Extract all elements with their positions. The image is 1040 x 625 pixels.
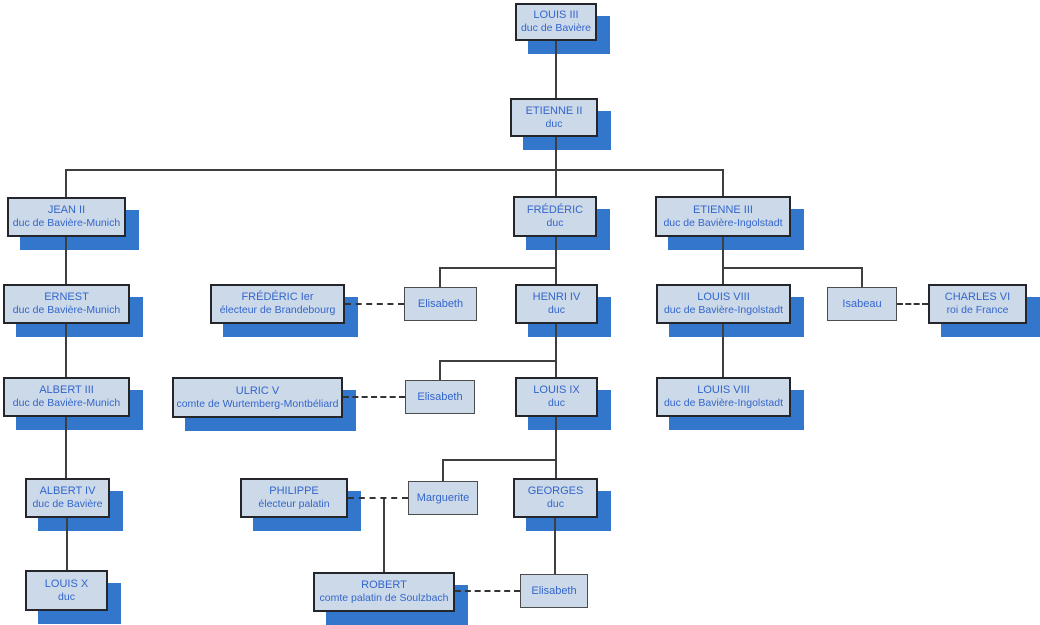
marriage-line <box>343 396 405 398</box>
descent-line <box>722 170 724 196</box>
person-title: comte de Wurtemberg-Montbéliard <box>176 397 339 410</box>
descent-line <box>66 518 68 570</box>
person-title: duc de Bavière-Ingolstadt <box>663 304 784 316</box>
node-marguerite: Marguerite <box>408 481 478 515</box>
descent-line <box>555 41 557 98</box>
person-name: Elisabeth <box>417 297 464 310</box>
person-name: LOUIS VIII <box>697 384 750 396</box>
descent-line <box>555 137 557 170</box>
person-title: électeur palatin <box>258 498 330 510</box>
descent-line <box>65 237 67 284</box>
descent-line <box>383 498 385 572</box>
node-elisabeth-1: Elisabeth <box>404 287 477 321</box>
person-name: ROBERT <box>361 579 407 591</box>
person-name: LOUIS III <box>533 9 579 21</box>
person-name: Isabeau <box>842 297 882 310</box>
person-title: roi de France <box>946 304 1009 316</box>
person-title: duc de Bavière-Ingolstadt <box>663 216 783 229</box>
person-name: JEAN II <box>47 204 86 216</box>
person-name: FRÉDÉRIC <box>526 203 584 216</box>
person-title: duc de Bavière <box>520 22 592 34</box>
person-name: ETIENNE III <box>693 203 753 216</box>
descent-line <box>439 361 441 380</box>
person-title: duc <box>548 304 565 316</box>
node-elisabeth-2: Elisabeth <box>405 380 475 414</box>
person-title: duc de Bavière <box>32 498 103 510</box>
person-name: LOUIS IX <box>533 384 580 396</box>
marriage-line <box>455 590 520 592</box>
node-isabeau: Isabeau <box>827 287 897 321</box>
descent-line <box>554 518 556 574</box>
person-title: duc <box>548 397 565 409</box>
person-name: HENRI IV <box>532 291 581 303</box>
person-name: PHILIPPE <box>269 485 319 497</box>
person-name: FRÉDÉRIC Ier <box>241 291 314 303</box>
descent-line <box>65 169 724 171</box>
person-title: duc de Bavière-Munich <box>12 304 121 316</box>
person-name: ETIENNE II <box>525 104 583 117</box>
descent-line <box>439 267 557 269</box>
node-elisabeth-3: Elisabeth <box>520 574 588 608</box>
descent-line <box>439 268 441 287</box>
person-name: Elisabeth <box>531 584 577 597</box>
person-name: LOUIS VIII <box>697 291 750 303</box>
person-title: duc <box>58 590 75 603</box>
descent-line <box>555 237 557 284</box>
person-name: ALBERT IV <box>39 485 96 497</box>
descent-line <box>861 268 863 287</box>
descent-line <box>65 417 67 478</box>
person-name: ERNEST <box>44 291 89 303</box>
person-title: duc de Bavière-Munich <box>12 397 121 409</box>
descent-line <box>65 324 67 377</box>
descent-line <box>722 237 724 284</box>
marriage-line <box>897 303 928 305</box>
marriage-line <box>348 497 408 499</box>
person-title: duc <box>545 117 563 130</box>
person-title: comte palatin de Soulzbach <box>319 592 449 604</box>
descent-line <box>555 324 557 377</box>
descent-line <box>442 459 557 461</box>
person-name: Elisabeth <box>417 390 463 403</box>
person-title: duc de Bavière-Munich <box>12 217 121 229</box>
person-title: électeur de Brandebourg <box>219 304 336 316</box>
person-name: CHARLES VI <box>944 291 1011 303</box>
person-name: ULRIC V <box>235 384 280 397</box>
descent-line <box>722 324 724 377</box>
person-name: ALBERT III <box>39 384 94 396</box>
descent-line <box>65 170 67 197</box>
marriage-line <box>345 303 404 305</box>
person-title: duc de Bavière-Ingolstadt <box>663 397 784 409</box>
descent-line <box>722 267 863 269</box>
person-name: GEORGES <box>527 485 584 497</box>
person-title: duc <box>546 216 564 229</box>
person-name: Marguerite <box>416 491 470 504</box>
descent-line <box>555 170 557 196</box>
descent-line <box>555 417 557 478</box>
descent-line <box>439 360 557 362</box>
person-name: LOUIS X <box>44 577 89 590</box>
person-title: duc <box>547 498 564 510</box>
descent-line <box>442 460 444 481</box>
